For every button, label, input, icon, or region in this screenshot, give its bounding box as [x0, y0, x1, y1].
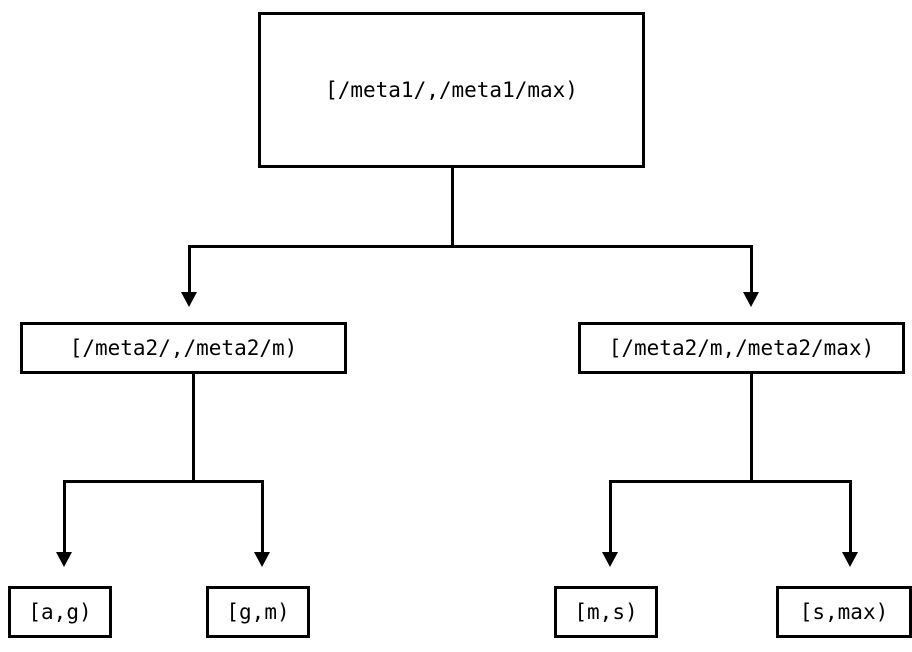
edge-mid-right-to-leaf-m-s	[609, 480, 612, 554]
edge-root-to-mid-right	[750, 245, 753, 294]
edge-root-to-mid-left	[188, 245, 191, 294]
edge-mid-right-to-leaf-s-max	[849, 480, 852, 554]
edge-mid-right-stem	[750, 374, 753, 482]
arrowhead-root-to-mid-right-icon	[743, 292, 759, 307]
arrowhead-leaf-g-m-icon	[254, 552, 270, 567]
arrowhead-root-to-mid-left-icon	[181, 292, 197, 307]
edge-root-stem	[451, 168, 454, 247]
tree-node-leaf-s-max[interactable]: [s,max)	[776, 586, 912, 638]
edge-mid-right-bus	[609, 480, 852, 483]
edge-mid-left-stem	[192, 374, 195, 482]
arrowhead-leaf-s-max-icon	[842, 552, 858, 567]
tree-node-leaf-a-g[interactable]: [a,g)	[8, 586, 112, 638]
tree-node-root[interactable]: [/meta1/,/meta1/max)	[258, 12, 645, 168]
arrowhead-leaf-a-g-icon	[56, 552, 72, 567]
edge-root-bus	[188, 245, 753, 248]
edge-mid-left-to-leaf-g-m	[261, 480, 264, 554]
arrowhead-leaf-m-s-icon	[602, 552, 618, 567]
tree-node-mid-right[interactable]: [/meta2/m,/meta2/max)	[578, 322, 905, 374]
tree-node-leaf-m-s[interactable]: [m,s)	[554, 586, 658, 638]
edge-mid-left-bus	[63, 480, 264, 483]
tree-node-mid-left[interactable]: [/meta2/,/meta2/m)	[20, 322, 347, 374]
edge-mid-left-to-leaf-a-g	[63, 480, 66, 554]
tree-node-leaf-g-m[interactable]: [g,m)	[206, 586, 310, 638]
